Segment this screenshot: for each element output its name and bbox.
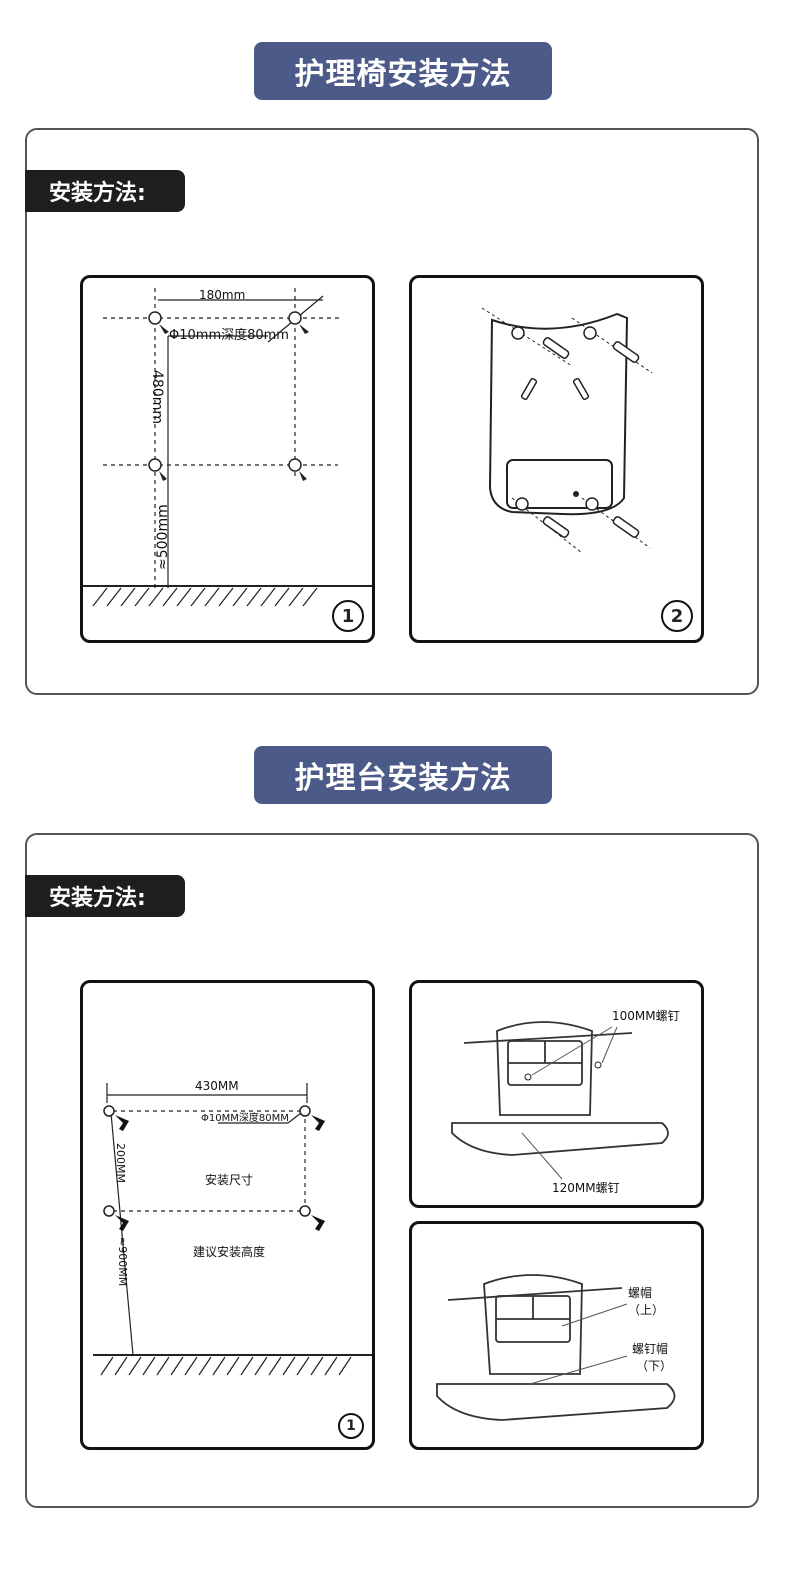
table-wall-diagram <box>93 1083 372 1376</box>
cap-top-label: 螺帽 <box>628 1286 653 1300</box>
install-method-tag: 安装方法: <box>25 875 185 917</box>
table-floor-label: ≈900MM <box>116 1237 129 1287</box>
table-size-label: 安装尺寸 <box>205 1173 254 1187</box>
chair-height-label: 480mm <box>149 370 165 424</box>
chair-wall-layout-panel: 180mm Φ10mm深度80mm 480mm ≈500mm 1 <box>80 275 375 643</box>
chair-mounting-diagram <box>481 307 653 554</box>
table-screws-diagram <box>451 1021 669 1180</box>
table-height-label: 200MM <box>114 1143 127 1183</box>
cap-bottom-label: 螺钉帽 <box>632 1342 669 1356</box>
chair-mounting-panel: 2 <box>409 275 704 643</box>
chair-width-label: 180mm <box>199 288 246 302</box>
chair-floor-label: ≈500mm <box>155 504 171 570</box>
table-wall-layout-panel: 430MM Φ10MM深度80MM 200MM 安装尺寸 ≈900MM 建议安装… <box>80 980 375 1450</box>
table-suggest-label: 建议安装高度 <box>193 1245 266 1259</box>
step-number-2: 2 <box>661 600 693 632</box>
chair-wall-diagram <box>83 288 372 607</box>
table-caps-panel: 螺帽 （上） 螺钉帽 （下） <box>409 1221 704 1450</box>
table-screws-panel: 100MM螺钉 120MM螺钉 <box>409 980 704 1208</box>
table-hole-label: Φ10MM深度80MM <box>201 1113 289 1124</box>
install-method-tag: 安装方法: <box>25 170 185 212</box>
table-caps-diagram <box>436 1274 676 1421</box>
cap-top-sub: （上） <box>628 1303 665 1317</box>
screw-120mm-label: 120MM螺钉 <box>552 1181 620 1195</box>
section-title-chair: 护理椅安装方法 <box>254 42 552 100</box>
section-title-table: 护理台安装方法 <box>254 746 552 804</box>
step-number-1: 1 <box>338 1413 364 1439</box>
screw-100mm-label: 100MM螺钉 <box>612 1009 680 1023</box>
cap-bottom-sub: （下） <box>636 1359 673 1373</box>
chair-hole-label: Φ10mm深度80mm <box>169 328 289 343</box>
table-width-label: 430MM <box>195 1079 239 1093</box>
step-number-1: 1 <box>332 600 364 632</box>
